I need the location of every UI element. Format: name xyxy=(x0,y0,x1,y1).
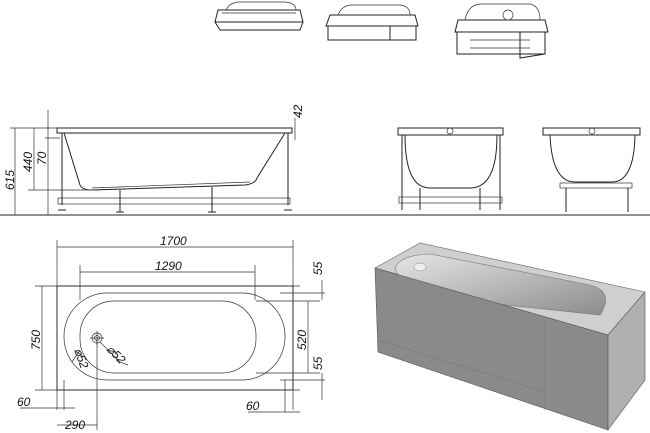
dim-overflow-diameter: ⌀52 xyxy=(71,346,91,370)
dim-inner-width: 520 xyxy=(295,330,309,350)
dim-depth: 440 xyxy=(21,152,35,172)
dim-margin-bottom: 55 xyxy=(311,356,325,370)
dim-right-offset: 60 xyxy=(246,399,260,413)
thumbnail-tub-with-panel xyxy=(325,4,419,41)
dim-width: 750 xyxy=(29,330,43,350)
end-view-legs xyxy=(542,127,641,212)
thumbnail-tub-only xyxy=(214,1,304,31)
dim-rim-thickness: 42 xyxy=(291,104,305,118)
dim-inner-length: 1290 xyxy=(155,259,182,273)
dim-drain-offset: 290 xyxy=(64,418,85,432)
dim-rim-to-top: 70 xyxy=(35,151,49,165)
end-view-frame xyxy=(397,127,504,210)
side-view: 615 440 70 42 xyxy=(0,104,650,216)
dim-left-offset: 60 xyxy=(17,395,31,409)
dim-margin-top: 55 xyxy=(311,261,325,275)
thumbnail-tub-with-frame xyxy=(454,3,549,59)
bathtub-3d-render xyxy=(374,242,646,431)
dim-length: 1700 xyxy=(160,234,187,248)
dim-drain-diameter: ⌀52 xyxy=(104,342,129,367)
dim-overall-height: 615 xyxy=(3,170,17,190)
plan-view: 1700 1290 750 520 55 55 ⌀52 ⌀52 60 60 29… xyxy=(17,234,325,432)
